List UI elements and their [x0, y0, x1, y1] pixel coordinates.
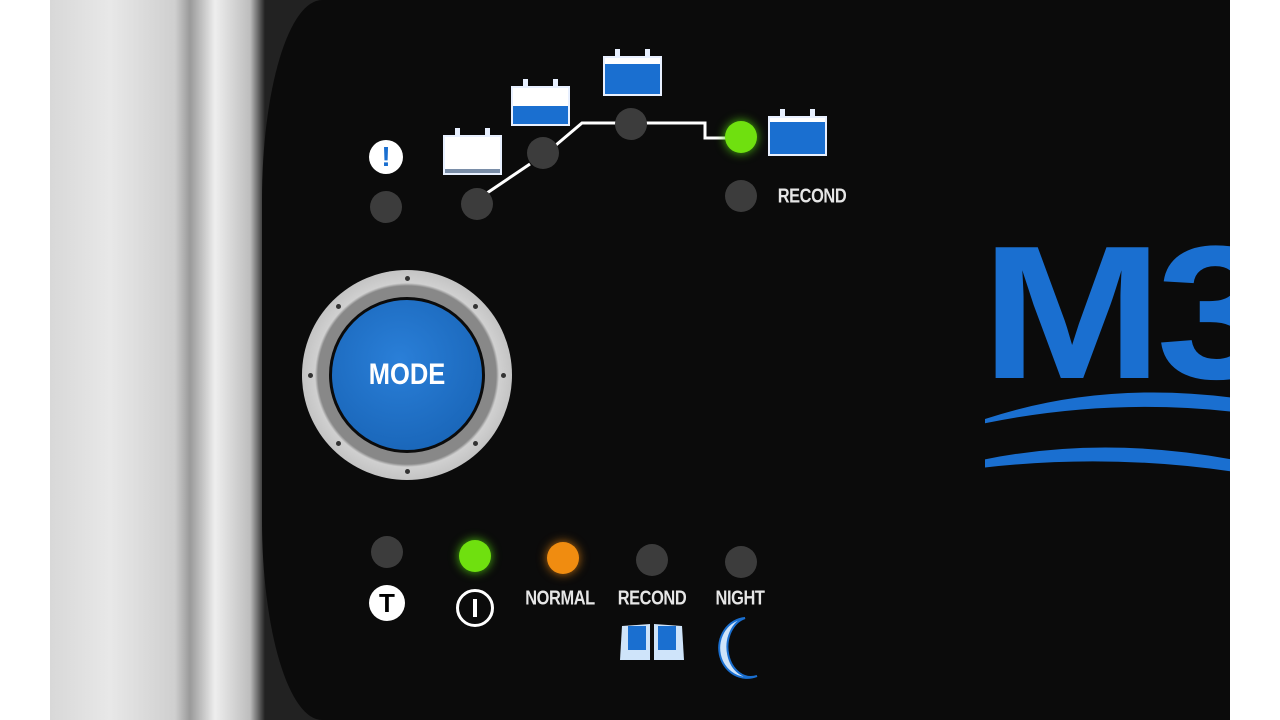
book-icon [620, 624, 684, 660]
recond-label: RECOND [617, 587, 687, 610]
normal-label: NORMAL [525, 587, 595, 610]
step1-led [461, 188, 493, 220]
temperature-led [371, 536, 403, 568]
battery-half-icon [511, 79, 570, 126]
error-icon: ! [369, 140, 403, 174]
temperature-icon: T [369, 585, 405, 621]
error-led [370, 191, 402, 223]
mode-button[interactable]: MODE [329, 297, 485, 453]
power-icon [456, 589, 494, 627]
night-label: NIGHT [715, 587, 765, 610]
logo-text: M3 [985, 228, 1230, 419]
step2-led [527, 137, 559, 169]
step3-led [615, 108, 647, 140]
recond-step-label: RECOND [777, 185, 847, 208]
recond-led [636, 544, 668, 576]
mode-button-label: MODE [368, 358, 446, 391]
battery-full-icon [603, 49, 662, 96]
moon-icon [718, 617, 758, 679]
battery-empty-icon [443, 128, 502, 175]
recond-step-led [725, 180, 757, 212]
night-led [725, 546, 757, 578]
power-led [459, 540, 491, 572]
normal-led [547, 542, 579, 574]
battery-maintenance-icon [768, 109, 827, 156]
brand-logo: M3 [985, 228, 1230, 488]
maintenance-led [725, 121, 757, 153]
